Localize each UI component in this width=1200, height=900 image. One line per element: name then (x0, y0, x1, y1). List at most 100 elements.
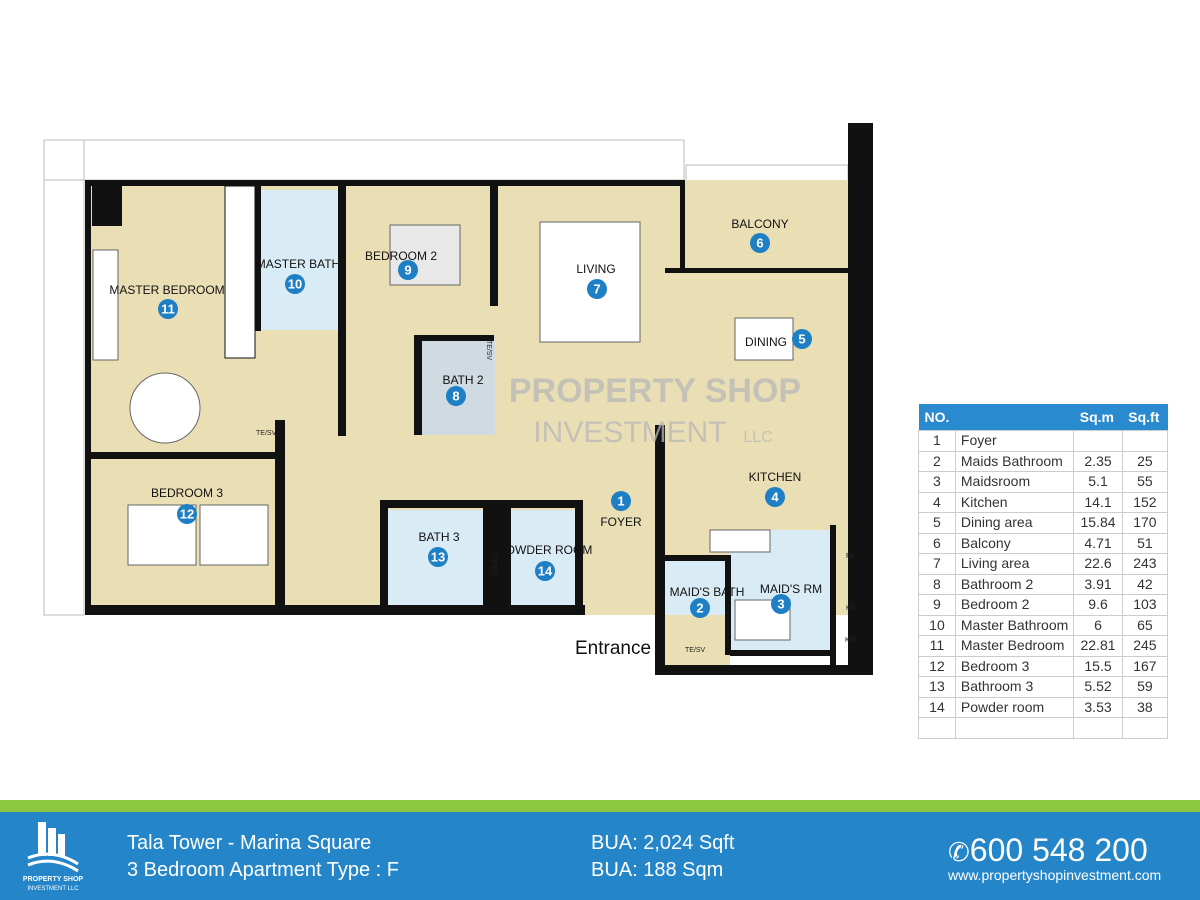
header-no: NO. (918, 404, 956, 431)
cell-sqm: 3.91 (1073, 573, 1123, 595)
cell-no: 3 (918, 471, 956, 493)
room-number-badge (750, 233, 770, 253)
room-number-badge (428, 547, 448, 567)
cell-room: Bedroom 2 (954, 594, 1075, 616)
svg-text:TE/SV: TE/SV (256, 430, 277, 437)
cell-no: 4 (918, 491, 956, 513)
room-label: MAID'S RM (760, 582, 822, 596)
cell-room: Balcony (954, 532, 1075, 554)
cell-sqft: 59 (1121, 676, 1169, 698)
cell-room: Master Bathroom (954, 614, 1075, 636)
room-label: BALCONY (731, 217, 788, 231)
room-number-badge (771, 594, 791, 614)
cell-sqm: 14.1 (1073, 491, 1123, 513)
cell-sqm: 6 (1073, 614, 1123, 636)
cell-sqft: 51 (1121, 532, 1169, 554)
cell-sqft: 167 (1121, 655, 1169, 677)
company-logo: PROPERTY SHOP INVESTMENT LLC (18, 818, 88, 896)
cell-room: Bathroom 3 (954, 676, 1075, 698)
header-sqm: Sq.m (1073, 404, 1123, 431)
room-number: 10 (288, 277, 302, 292)
svg-text:TE/SV: TE/SV (485, 340, 492, 361)
cell-no: 14 (918, 696, 956, 718)
small-labels: TE/SV TE/SV TE/SV TE/SV FA KE KW (256, 340, 857, 654)
table-row (918, 717, 1169, 739)
cell-sqft: 170 (1121, 512, 1169, 534)
phone-number[interactable]: ✆600 548 200 (948, 832, 1148, 870)
room-number: 1 (617, 494, 624, 509)
entrance-label: Entrance (575, 638, 651, 659)
cell-no: 7 (918, 553, 956, 575)
cell-sqm: 3.53 (1073, 696, 1123, 718)
room-number: 4 (771, 490, 779, 505)
room-number-badge (398, 260, 418, 280)
room-label: BATH 2 (442, 373, 483, 387)
watermark: PROPERTY SHOP INVESTMENT LLC (509, 372, 801, 449)
cell-sqm (1073, 430, 1123, 452)
cell-room: Foyer (954, 430, 1075, 452)
svg-text:INVESTMENT: INVESTMENT (533, 416, 726, 449)
cell-room: Bedroom 3 (954, 655, 1075, 677)
room-number: 9 (404, 263, 411, 278)
cell-sqm: 2.35 (1073, 450, 1123, 472)
cell-sqft: 243 (1121, 553, 1169, 575)
cell-sqft: 25 (1121, 450, 1169, 472)
room-number-badge (446, 386, 466, 406)
svg-text:KW: KW (845, 637, 857, 644)
room-number-badge (587, 279, 607, 299)
footer: PROPERTY SHOP INVESTMENT LLC Tala Tower … (0, 812, 1200, 900)
website-link[interactable]: www.propertyshopinvestment.com (948, 867, 1162, 883)
cell-no: 2 (918, 450, 956, 472)
room-number: 14 (538, 564, 553, 579)
room-number: 3 (777, 597, 784, 612)
cell-sqft: 152 (1121, 491, 1169, 513)
room-label: MASTER BEDROOM (109, 283, 224, 297)
room-label: BEDROOM 3 (151, 486, 223, 500)
cell-sqm (1073, 717, 1123, 739)
bua-sqft: BUA: 2,024 Sqft (591, 832, 735, 854)
green-band (0, 800, 1200, 812)
svg-text:TE/SV: TE/SV (685, 647, 706, 654)
table-header: NO. Sq.m Sq.ft (918, 404, 1168, 431)
svg-text:KE: KE (846, 605, 856, 612)
phone-icon: ✆ (948, 837, 970, 867)
cell-sqm: 4.71 (1073, 532, 1123, 554)
cell-room (954, 717, 1075, 739)
cell-room: Maidsroom (954, 471, 1075, 493)
room-label: BATH 3 (418, 530, 459, 544)
cell-sqm: 22.6 (1073, 553, 1123, 575)
floor-plan: PROPERTY SHOP INVESTMENT LLC MASTER BEDR… (43, 123, 873, 675)
room-number-badge (535, 561, 555, 581)
cell-no (918, 717, 956, 739)
room-label: MAID'S BATH (670, 585, 745, 599)
svg-text:FA: FA (846, 553, 855, 560)
cell-room: Maids Bathroom (954, 450, 1075, 472)
room-number-badge (690, 598, 710, 618)
cell-sqm: 9.6 (1073, 594, 1123, 616)
apartment-type: 3 Bedroom Apartment Type : F (127, 859, 399, 881)
cell-sqm: 15.5 (1073, 655, 1123, 677)
svg-text:TE/SV: TE/SV (490, 555, 497, 576)
room-label: LIVING (576, 262, 615, 276)
room-number: 12 (180, 507, 194, 522)
room-number: 5 (798, 332, 805, 347)
room-number: 13 (431, 550, 445, 565)
cell-sqft: 38 (1121, 696, 1169, 718)
room-label: FOYER (600, 515, 642, 529)
cell-sqft: 245 (1121, 635, 1169, 657)
room-number-badge (285, 274, 305, 294)
cell-sqft: 42 (1121, 573, 1169, 595)
cell-no: 9 (918, 594, 956, 616)
